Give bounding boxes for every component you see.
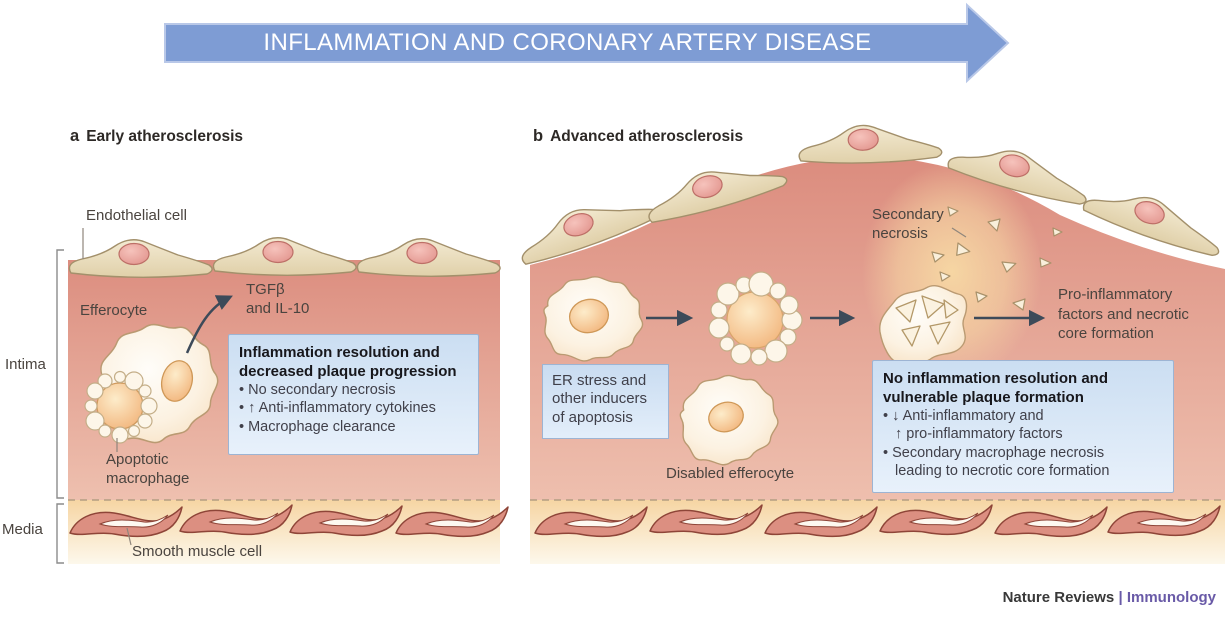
secondary-necrosis-label: Secondary necrosis — [872, 206, 944, 242]
endothelial-cell — [68, 239, 213, 278]
panel-a-info-box: Inflammation resolution and decreased pl… — [228, 334, 479, 455]
info-box-b-title: No inflammation resolution and vulnerabl… — [883, 370, 1109, 407]
intima-bracket — [56, 249, 64, 499]
apoptotic-cell — [535, 268, 651, 370]
info-box-b-bullet-cont: ↑ pro-inflammatory factors — [895, 426, 1063, 443]
banner-arrow — [164, 2, 1010, 84]
info-box-b-bullet: • ↓ Anti-inflammatory and — [883, 408, 1044, 425]
cytokines-label: TGFβ and IL-10 — [246, 281, 310, 317]
smooth-muscle-cell-label: Smooth muscle cell — [132, 543, 263, 560]
journal-section: Immunology — [1126, 589, 1216, 606]
apoptotic-macrophage-label: Apoptotic macrophage — [106, 451, 190, 487]
smc-leader-line — [126, 527, 132, 546]
efferocyte-cell — [97, 323, 219, 444]
info-box-b-bullet: • Secondary macrophage necrosis — [883, 444, 1105, 461]
info-box-b-bullet-cont: leading to necrotic core formation — [895, 462, 1110, 479]
panel-b-info-box: No inflammation resolution and vulnerabl… — [872, 360, 1174, 493]
endothelial-cell — [212, 237, 357, 276]
apoptotic-macrophage — [84, 370, 158, 444]
intima-label: Intima — [5, 356, 46, 373]
info-box-a-bullet: • ↑ Anti-inflammatory cytokines — [239, 400, 436, 417]
endothelial-cell — [797, 122, 943, 166]
necrosis-leader-line — [951, 227, 967, 238]
disabled-efferocyte-cell — [675, 370, 783, 470]
media-bracket — [56, 503, 64, 564]
disabled-efferocyte-label: Disabled efferocyte — [666, 465, 795, 482]
endothelial-cell — [356, 238, 501, 277]
er-stress-box: ER stress and other inducers of apoptosi… — [542, 364, 669, 439]
panel-b-tag: b — [533, 127, 544, 145]
journal-credit: Nature Reviews | Immunology — [1003, 589, 1216, 606]
info-box-a-title: Inflammation resolution and decreased pl… — [239, 344, 457, 381]
efferocyte-label: Efferocyte — [80, 302, 148, 319]
banner-title: INFLAMMATION AND CORONARY ARTERY DISEASE — [263, 29, 872, 56]
endothelial-cell-label: Endothelial cell — [86, 207, 187, 224]
journal-name: Nature Reviews — [1002, 589, 1115, 606]
cytokine-release-arrow — [185, 295, 233, 354]
cell-fragments — [931, 206, 1063, 311]
blebbing-cell — [708, 271, 803, 366]
info-box-a-bullet: • No secondary necrosis — [239, 382, 396, 399]
journal-separator: | — [1118, 589, 1123, 606]
panel-a-tag: a — [70, 127, 80, 145]
necrotic-cell — [879, 285, 968, 363]
media-label: Media — [2, 521, 43, 538]
pro-inflammatory-label: Pro-inflammatory factors and necrotic co… — [1058, 286, 1189, 342]
info-box-a-bullet: • Macrophage clearance — [239, 418, 396, 435]
